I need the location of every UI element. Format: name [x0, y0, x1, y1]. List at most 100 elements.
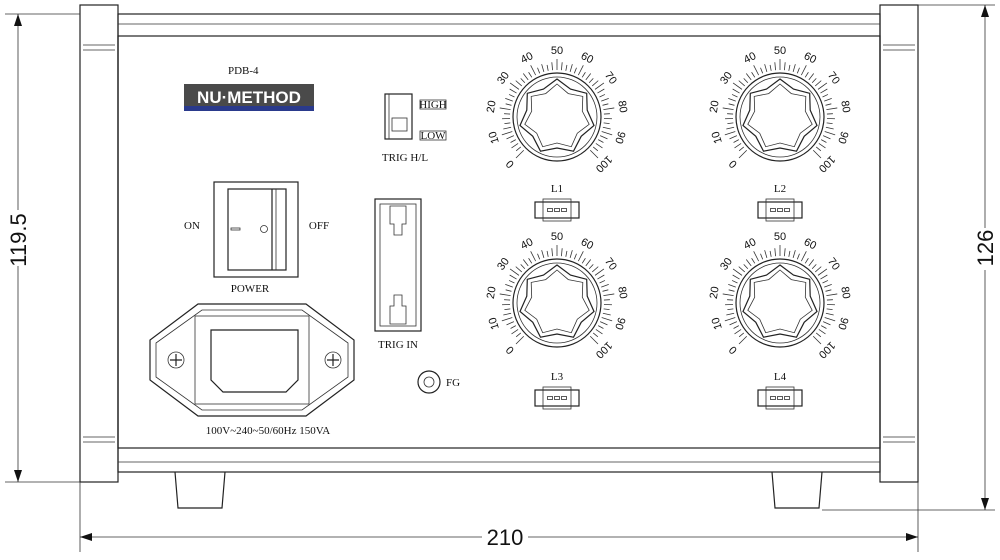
dial-tick — [499, 107, 511, 111]
dial-tick — [506, 135, 515, 140]
dial-tick — [589, 335, 599, 345]
knob-icon — [519, 264, 595, 338]
channel-output-connector-4[interactable] — [757, 386, 803, 410]
dial-tick — [792, 64, 796, 72]
dial-scale-label: 90 — [835, 316, 850, 331]
dial-tick — [573, 67, 577, 74]
dial-tick — [599, 280, 606, 284]
dial-scale-label: 40 — [742, 236, 758, 252]
dimension-height-total: 126 — [973, 230, 998, 267]
dial-tick — [594, 82, 605, 90]
channel-label: L4 — [774, 371, 787, 383]
dial-tick — [732, 82, 743, 90]
dial-scale-label: 30 — [718, 256, 735, 273]
dial-tick — [499, 293, 511, 297]
dial-tick — [597, 274, 605, 280]
dial-tick — [505, 289, 512, 292]
dial-tick — [515, 149, 525, 159]
dial-tick — [824, 97, 832, 102]
dial-tick — [602, 103, 609, 106]
right-foot — [771, 471, 823, 509]
dial-tick — [569, 250, 573, 258]
dial-tick — [743, 264, 749, 270]
trig-hl-switch[interactable] — [384, 93, 413, 140]
channel-output-connector-3[interactable] — [534, 386, 580, 410]
dial-tick — [515, 146, 522, 152]
dial-tick — [733, 325, 740, 329]
dial-tick — [515, 335, 525, 345]
dimension-height-body: 119.5 — [6, 213, 31, 266]
channel-label: L2 — [774, 183, 786, 195]
channel-output-connector-1[interactable] — [534, 198, 580, 222]
enclosure — [79, 4, 919, 509]
dial-tick — [751, 72, 756, 78]
brand-text: NU·METHOD — [197, 88, 301, 107]
dial-tick — [788, 250, 791, 257]
dial-tick — [509, 88, 517, 94]
dial-tick — [824, 131, 836, 136]
trig-low-label: LOW — [420, 130, 446, 142]
dial-tick — [515, 80, 523, 87]
dial-tick — [738, 146, 745, 152]
dial-tick — [760, 67, 764, 74]
dial-tick — [530, 251, 537, 262]
dial-tick — [738, 335, 748, 345]
power-label: POWER — [231, 283, 270, 295]
dial-tick — [592, 332, 599, 338]
dial-tick — [505, 97, 513, 102]
dial-tick — [509, 274, 517, 280]
dial-tick — [826, 107, 838, 111]
dial-tick — [738, 332, 745, 338]
dial-tick — [820, 88, 828, 94]
dial-tick — [784, 62, 786, 71]
dial-scale-label: 60 — [802, 236, 818, 252]
dial-tick — [826, 122, 833, 125]
dial-tick — [728, 97, 736, 102]
dial-tick — [588, 78, 594, 84]
power-switch[interactable] — [213, 181, 299, 278]
dial-scale-label: 90 — [835, 130, 850, 145]
dial-tick — [822, 280, 829, 284]
dial-tick — [727, 122, 734, 125]
dial-tick — [728, 283, 736, 288]
dial-tick — [602, 312, 611, 316]
inlet-socket — [210, 329, 299, 393]
power-on-label: ON — [184, 220, 200, 232]
dial-tick — [726, 312, 735, 316]
dial-tick — [820, 325, 827, 329]
dial-tick — [585, 259, 592, 267]
dial-tick — [818, 329, 826, 335]
dial-tick — [528, 72, 533, 78]
dial-tick — [728, 289, 735, 292]
dial-tick — [738, 266, 746, 273]
left-side-rail — [79, 4, 119, 483]
dial-tick — [602, 289, 609, 292]
left-foot — [174, 471, 226, 509]
fg-terminal[interactable] — [417, 370, 441, 394]
dimension-width: 210 — [487, 525, 524, 550]
dial-tick — [724, 317, 736, 322]
dial-tick — [804, 72, 809, 78]
dial-tick — [808, 259, 815, 267]
dial-tick — [520, 78, 526, 84]
dial-tick — [722, 293, 734, 297]
trig-in-connector[interactable] — [374, 198, 422, 332]
dial-tick — [569, 64, 573, 72]
knob-icon — [742, 264, 818, 338]
dial-tick — [815, 146, 822, 152]
dial-scale-label: 50 — [551, 45, 563, 57]
dial-tick — [581, 72, 586, 78]
knob-icon — [742, 78, 818, 152]
dial-tick — [825, 103, 832, 106]
dial-tick — [528, 258, 533, 264]
dial-tick — [825, 289, 832, 292]
channel-output-connector-2[interactable] — [757, 198, 803, 222]
dial-tick — [546, 64, 549, 71]
model-label: PDB-4 — [228, 65, 259, 77]
dial-scale-label: 90 — [612, 316, 627, 331]
dial-scale-label: 40 — [742, 50, 758, 66]
